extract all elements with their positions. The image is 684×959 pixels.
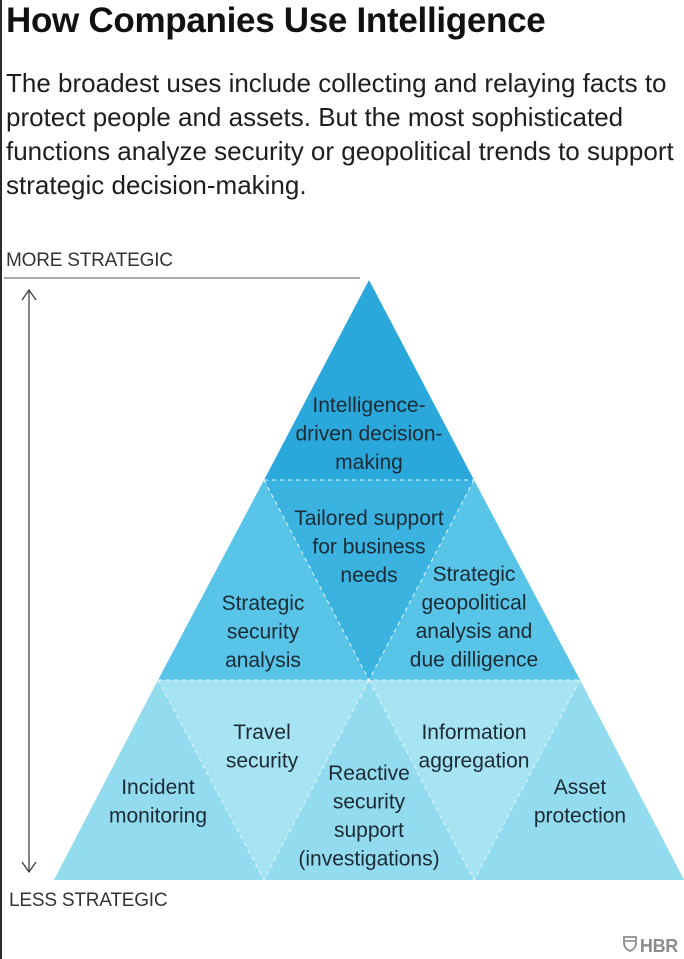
segment-label-line: driven decision- [295, 423, 442, 446]
segment-label-line: security [226, 750, 299, 773]
segment-asset-protection: Asset protection [534, 776, 626, 828]
facet-middle-center [264, 480, 474, 680]
tier-top [264, 280, 474, 480]
facet-bottom-center [264, 680, 474, 880]
segment-strategic-security-analysis: Strategic security analysis [222, 592, 305, 672]
segment-label-line: Tailored support [294, 507, 444, 530]
segment-label-line: due dilligence [410, 649, 538, 672]
segment-label-line: needs [340, 564, 397, 587]
hbr-logo: HBR [622, 935, 678, 957]
segment-reactive-security-support: Reactive security support (investigations) [298, 762, 439, 871]
shield-icon [622, 935, 637, 957]
segment-label-line: Strategic [222, 592, 305, 615]
segment-label-line: security [333, 791, 406, 814]
hbr-logo-text: HBR [639, 935, 678, 956]
segment-tailored-support-for-business-needs: Tailored support for business needs [294, 507, 444, 587]
segment-label-line: Reactive [328, 762, 410, 785]
segment-incident-monitoring: Incident monitoring [109, 776, 207, 828]
segment-label-line: analysis [225, 649, 301, 672]
segment-dividers [157, 479, 581, 881]
segment-label-line: security [227, 621, 300, 644]
axis-label-more-strategic: MORE STRATEGIC [6, 250, 173, 271]
chart-subtitle: The broadest uses include collecting and… [6, 68, 674, 200]
segment-label-line: Travel [233, 721, 291, 744]
segment-travel-security: Travel security [226, 721, 299, 773]
segment-intelligence-driven-decision-making: Intelligence-driven decision-making [295, 394, 442, 474]
segment-label-line: geopolitical [421, 592, 526, 615]
segment-label-line: for business [312, 536, 425, 559]
strategic-axis-arrow [21, 288, 37, 874]
segment-label-line: analysis and [416, 620, 533, 643]
segment-label-line: support [334, 819, 404, 842]
segment-information-aggregation: Information aggregation [419, 721, 530, 773]
axis-label-less-strategic: LESS STRATEGIC [9, 890, 168, 911]
segment-label-line: aggregation [419, 750, 530, 773]
segment-label-line: Information [421, 721, 526, 744]
facet-bottom-left [54, 680, 264, 880]
segment-label-line: monitoring [109, 805, 207, 828]
facet-bottom-right [474, 680, 684, 880]
segment-label-line: Asset [554, 776, 607, 799]
segment-label-line: making [335, 451, 403, 474]
segment-label-line: protection [534, 805, 626, 828]
segment-strategic-geopolitical-analysis: Strategic geopolitical analysis and due dil… [410, 563, 538, 672]
segment-label-line: Incident [121, 776, 195, 799]
segment-label-line: Intelligence- [312, 394, 425, 417]
segment-label-line: Strategic [433, 563, 516, 586]
segment-label-line: (investigations) [298, 848, 439, 871]
chart-title: How Companies Use Intelligence [6, 1, 546, 40]
